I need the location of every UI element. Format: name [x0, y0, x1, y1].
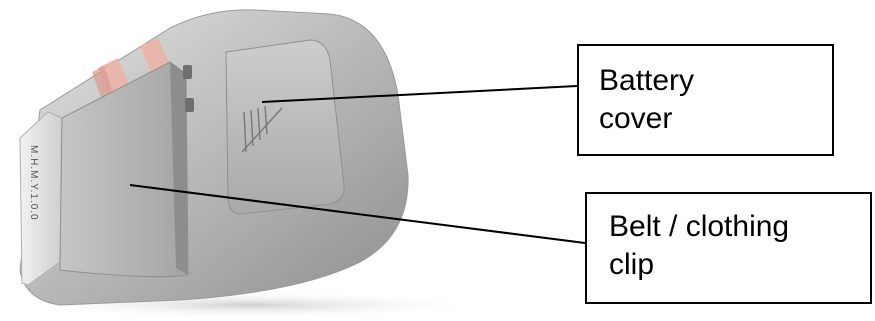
battery-cover-label-line1: Battery	[599, 64, 695, 97]
clip-post	[183, 65, 192, 79]
battery-cover-ridges	[241, 105, 283, 153]
belt-clip-label-line2: clip	[609, 248, 655, 281]
side-marking-text: M.H.M.Y.1.0.0	[28, 145, 39, 221]
device-side-face	[19, 111, 63, 286]
clip-post	[185, 98, 194, 112]
accent-stripe	[140, 38, 170, 74]
leader-line-battery-cover	[261, 85, 578, 103]
clip-edge	[170, 62, 188, 275]
belt-clip-label-line1: Belt / clothing	[609, 210, 790, 243]
battery-cover-label-box: Battery cover	[577, 44, 834, 156]
belt-clip-label-box: Belt / clothing clip	[585, 192, 872, 304]
battery-cover-label-line2: cover	[599, 102, 673, 135]
leader-line-belt-clip	[129, 184, 586, 244]
accent-stripe	[92, 66, 114, 100]
battery-cover	[225, 39, 345, 215]
